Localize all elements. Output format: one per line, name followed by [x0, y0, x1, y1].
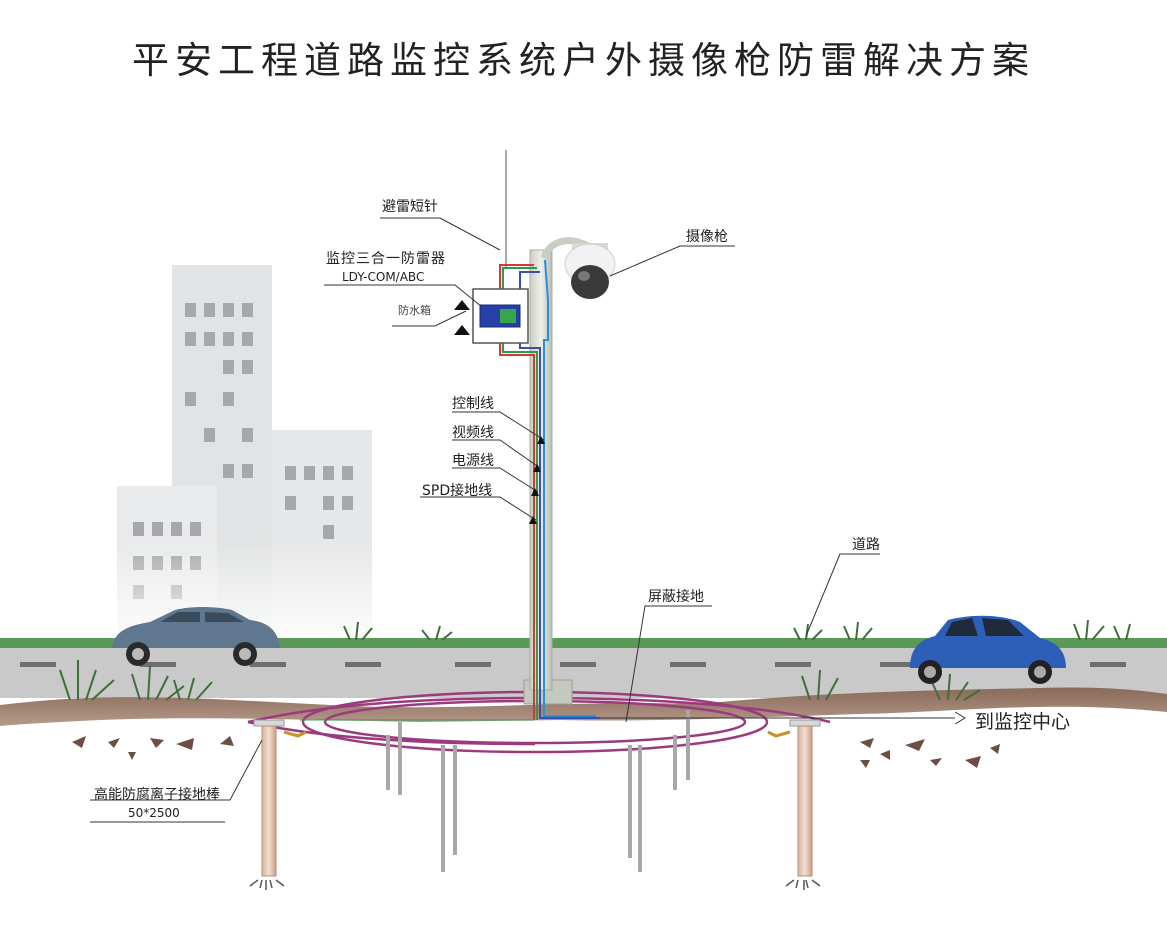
arrow-up-icon-2: [454, 325, 470, 335]
ground-rod-right: [785, 719, 821, 890]
soil-edge: [0, 687, 1167, 726]
background-buildings: [110, 265, 380, 640]
arrow-up-icon: [454, 300, 470, 310]
cable-bundle: [300, 259, 600, 721]
sedan-car: [112, 607, 280, 666]
power-line-label: 电源线: [452, 453, 494, 469]
ground-rod-label: 高能防腐离子接地棒: [94, 787, 220, 803]
rod-connectors: [283, 730, 791, 738]
road-label: 道路: [852, 537, 880, 553]
protector-name-label: 监控三合一防雷器: [326, 251, 446, 267]
ground-rod-size-label: 50*2500: [128, 806, 180, 820]
soil-rocks: [72, 736, 1000, 768]
waterproof-box-label: 防水箱: [398, 304, 431, 317]
video-line-label: 视频线: [452, 425, 494, 441]
control-line-label: 控制线: [452, 396, 494, 412]
camera-pole: [505, 150, 590, 705]
waterproof-box: [454, 288, 529, 344]
leader-lines: [90, 217, 966, 823]
ground-rod-left: [249, 719, 285, 890]
grass-strip: [0, 638, 1167, 648]
hatchback-car: [910, 615, 1066, 684]
camera-label: 摄像枪: [686, 229, 728, 245]
shield-ground-label: 屏蔽接地: [648, 589, 704, 605]
lightning-rod-label: 避雷短针: [382, 199, 438, 215]
dome-camera: [564, 243, 616, 299]
wire-markers: [529, 436, 545, 524]
spd-ground-line-label: SPD接地线: [422, 483, 493, 499]
to-center-label: 到监控中心: [975, 711, 1071, 733]
protector-model-label: LDY-COM/ABC: [342, 270, 425, 284]
ground-stakes: [386, 710, 690, 872]
grass-tufts: [59, 619, 1131, 701]
page-title: 平安工程道路监控系统户外摄像枪防雷解决方案: [132, 39, 1035, 82]
